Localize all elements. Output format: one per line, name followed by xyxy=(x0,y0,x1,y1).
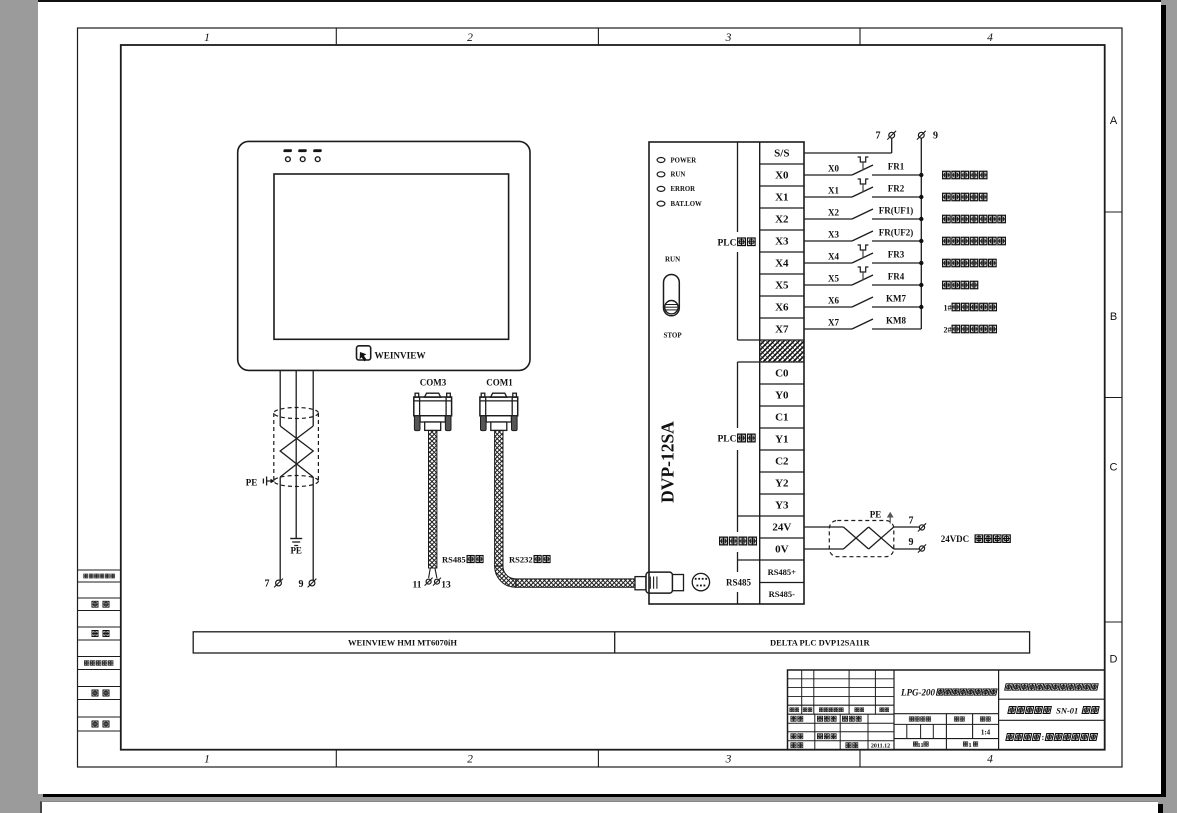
svg-text:X5: X5 xyxy=(775,280,789,292)
svg-text:RS485-: RS485- xyxy=(769,589,796,599)
svg-text:X7: X7 xyxy=(828,317,839,327)
svg-text:RS232: RS232 xyxy=(509,555,533,565)
svg-text:X2: X2 xyxy=(828,207,839,217)
svg-text:7: 7 xyxy=(265,579,270,590)
svg-text:X0: X0 xyxy=(775,170,789,182)
svg-text:FR(UF1): FR(UF1) xyxy=(879,206,914,216)
svg-text:PLC: PLC xyxy=(718,435,737,445)
svg-text:RUN: RUN xyxy=(665,256,680,264)
svg-text:A: A xyxy=(1110,115,1118,127)
svg-text:PE: PE xyxy=(246,478,258,488)
svg-text:KM7: KM7 xyxy=(886,294,906,304)
svg-text:RS485: RS485 xyxy=(442,555,466,565)
svg-text:FR2: FR2 xyxy=(888,184,905,194)
svg-text:PE: PE xyxy=(290,546,302,556)
svg-text:FR1: FR1 xyxy=(888,162,905,172)
svg-text:Y3: Y3 xyxy=(775,500,789,512)
svg-text:LPG-200: LPG-200 xyxy=(900,688,935,698)
svg-text:COM3: COM3 xyxy=(420,378,447,388)
svg-text:4: 4 xyxy=(987,32,993,44)
svg-text:BAT.LOW: BAT.LOW xyxy=(671,201,702,208)
svg-text:9: 9 xyxy=(299,579,304,590)
svg-text:C: C xyxy=(1110,462,1118,474)
svg-text:Y0: Y0 xyxy=(775,390,789,402)
svg-text:11: 11 xyxy=(413,581,422,591)
svg-text:WEINVIEW: WEINVIEW xyxy=(375,350,427,360)
svg-text:RS485: RS485 xyxy=(726,577,752,587)
svg-text:1#: 1# xyxy=(944,303,952,312)
svg-text:X6: X6 xyxy=(775,302,789,314)
svg-text:1: 1 xyxy=(204,754,210,766)
svg-text:KM8: KM8 xyxy=(886,316,906,326)
svg-text:PE: PE xyxy=(870,509,882,519)
svg-text:C1: C1 xyxy=(775,412,788,424)
svg-text:Y1: Y1 xyxy=(775,434,788,446)
svg-text:1:4: 1:4 xyxy=(981,728,991,736)
svg-text:24VDC: 24VDC xyxy=(941,534,970,544)
svg-text:7: 7 xyxy=(876,130,881,141)
svg-text:X5: X5 xyxy=(828,273,839,283)
svg-text::: : xyxy=(1041,732,1044,742)
svg-text:X3: X3 xyxy=(828,229,839,239)
svg-text:7: 7 xyxy=(909,516,914,527)
svg-text:ERROR: ERROR xyxy=(671,186,696,193)
svg-text:PLC: PLC xyxy=(718,238,737,248)
svg-text:3: 3 xyxy=(725,32,732,44)
svg-text:0V: 0V xyxy=(775,544,789,556)
svg-text:X1: X1 xyxy=(828,185,839,195)
svg-text:FR(UF2): FR(UF2) xyxy=(879,228,914,238)
svg-text:C0: C0 xyxy=(775,368,789,380)
svg-text:2011.12: 2011.12 xyxy=(871,744,890,750)
svg-text:X1: X1 xyxy=(775,192,788,204)
svg-text:D: D xyxy=(1110,654,1118,666)
svg-text:B: B xyxy=(1110,311,1117,323)
svg-text:11: 11 xyxy=(917,742,923,749)
svg-text:POWER: POWER xyxy=(671,157,697,164)
svg-text:4: 4 xyxy=(987,754,993,766)
svg-text:SN-01: SN-01 xyxy=(1056,705,1078,715)
svg-text:FR3: FR3 xyxy=(888,250,905,260)
svg-text:X0: X0 xyxy=(828,163,839,173)
svg-text:1: 1 xyxy=(968,742,971,749)
svg-text:DELTA PLC DVP12SA11R: DELTA PLC DVP12SA11R xyxy=(770,637,871,647)
svg-text:13: 13 xyxy=(441,581,451,591)
svg-text:STOP: STOP xyxy=(664,332,683,340)
svg-text:X3: X3 xyxy=(775,236,789,248)
svg-text:24V: 24V xyxy=(772,522,791,534)
svg-text:RUN: RUN xyxy=(671,172,686,179)
svg-text:X7: X7 xyxy=(775,324,789,336)
svg-text:FR4: FR4 xyxy=(888,272,905,282)
svg-text:2: 2 xyxy=(467,754,473,766)
svg-text:2#: 2# xyxy=(944,325,952,334)
svg-text:X4: X4 xyxy=(775,258,789,270)
svg-text:X2: X2 xyxy=(775,214,789,226)
svg-text:WEINVIEW HMI MT6070iH: WEINVIEW HMI MT6070iH xyxy=(348,637,457,647)
svg-text:1: 1 xyxy=(204,32,210,44)
svg-text:RS485+: RS485+ xyxy=(768,567,797,577)
svg-text:DVP-12SA: DVP-12SA xyxy=(658,421,678,503)
svg-text:COM1: COM1 xyxy=(486,378,513,388)
svg-text:9: 9 xyxy=(909,537,914,548)
svg-text:S/S: S/S xyxy=(774,148,789,160)
svg-text:Y2: Y2 xyxy=(775,478,789,490)
svg-text:X4: X4 xyxy=(828,251,839,261)
svg-text:9: 9 xyxy=(933,130,938,141)
svg-text:X6: X6 xyxy=(828,295,839,305)
svg-text:C2: C2 xyxy=(775,456,789,468)
svg-text:2: 2 xyxy=(467,32,473,44)
svg-text:3: 3 xyxy=(725,754,732,766)
